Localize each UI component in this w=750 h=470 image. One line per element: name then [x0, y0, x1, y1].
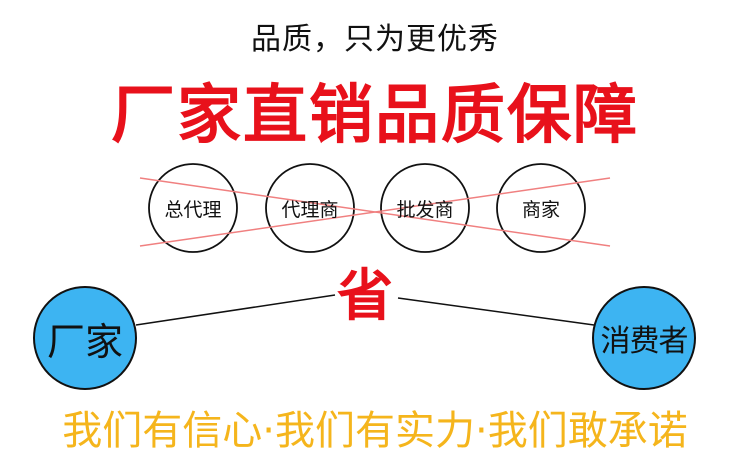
middleman-label-general-agent: 总代理 [164, 198, 222, 221]
middleman-circle [265, 163, 355, 253]
slogan: 我们有信心·我们有实力·我们敢承诺 [62, 408, 688, 454]
consumer-label: 消费者 [600, 324, 689, 359]
page-title: 厂家直销品质保障 [111, 79, 639, 153]
flow-line-left [135, 294, 336, 326]
factory-label: 厂家 [46, 319, 123, 364]
middleman-label-merchant: 商家 [521, 198, 560, 221]
cross-out-line [139, 177, 611, 247]
middleman-circle [496, 163, 586, 253]
factory-circle [33, 286, 137, 390]
consumer-circle [592, 286, 696, 390]
flow-line-right [397, 297, 595, 326]
middleman-circle [380, 163, 470, 253]
save-mark: 省 [337, 264, 393, 329]
middleman-circle [148, 163, 238, 253]
subtitle: 品质，只为更优秀 [251, 22, 499, 57]
middleman-label-wholesaler: 批发商 [396, 198, 454, 221]
middleman-label-agent: 代理商 [281, 198, 339, 221]
